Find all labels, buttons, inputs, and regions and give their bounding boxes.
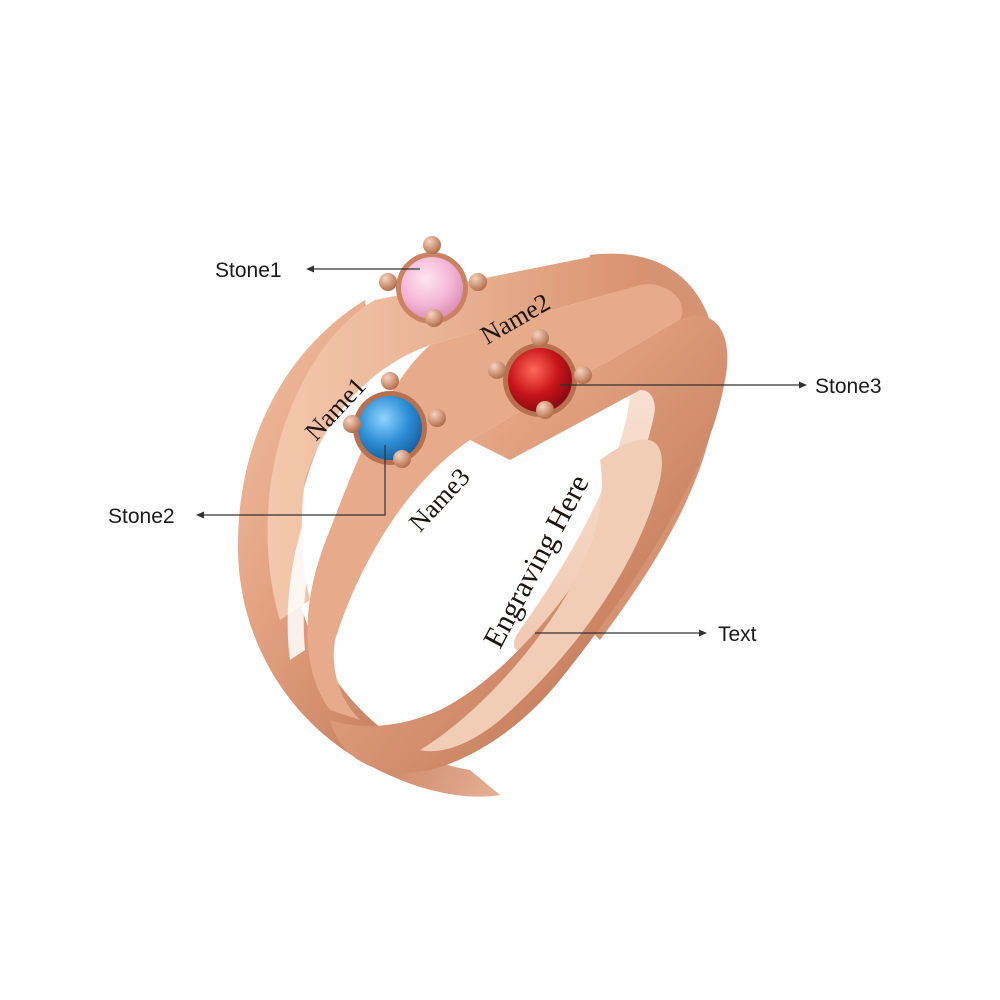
arrow-right-icon: [699, 629, 707, 637]
label-stone2: Stone2: [108, 505, 175, 528]
stone3-setting: [488, 329, 592, 419]
label-stone1: Stone1: [215, 259, 282, 282]
arrow-left-icon: [196, 511, 204, 519]
stone1-pink-gem: [401, 257, 463, 319]
ring-upper-band: [267, 254, 650, 620]
callout-stone3: [560, 381, 807, 389]
arrow-right-icon: [799, 381, 807, 389]
stone2-blue-gem: [358, 396, 422, 460]
stone2-setting: [343, 372, 446, 468]
callout-stone1: [306, 265, 420, 273]
label-stone3: Stone3: [815, 375, 882, 398]
stone3-red-gem: [508, 348, 572, 412]
callout-stone2: [196, 445, 386, 519]
callout-text: [535, 629, 707, 637]
arrow-left-icon: [306, 265, 314, 273]
ring-inner-band: [420, 439, 662, 752]
ring-split-gap: [287, 470, 335, 660]
stone1-setting: [379, 236, 487, 327]
label-text: Text: [718, 623, 757, 646]
